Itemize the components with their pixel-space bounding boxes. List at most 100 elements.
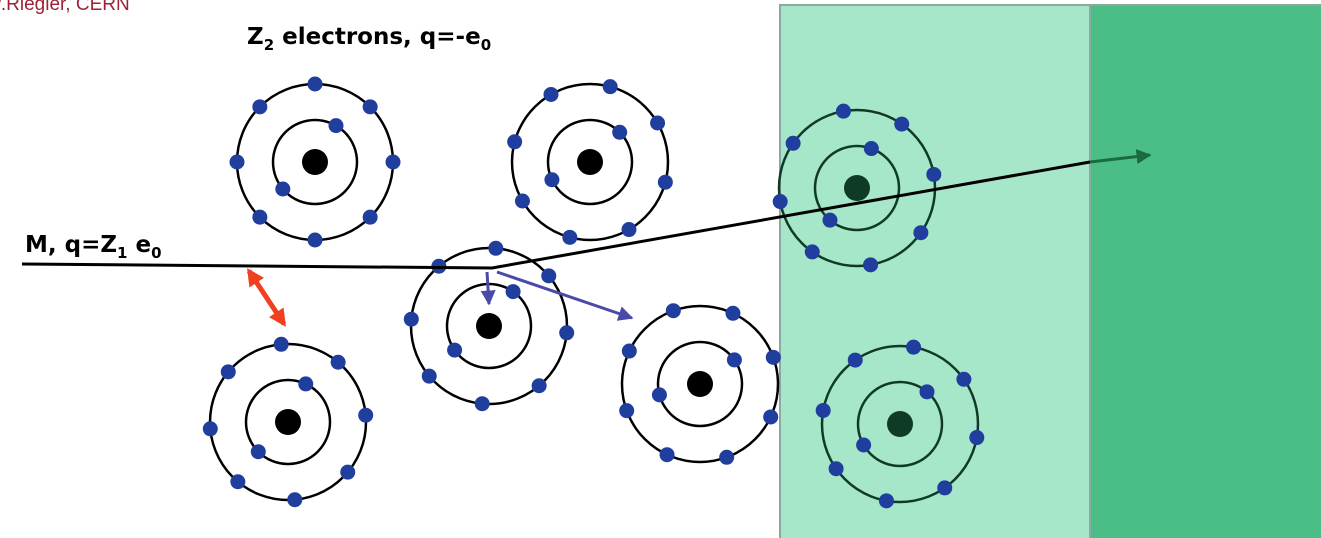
electron <box>835 103 851 119</box>
electron <box>804 244 820 260</box>
electron <box>612 124 628 140</box>
electron <box>937 480 953 496</box>
electron <box>763 409 779 425</box>
electron <box>287 492 303 508</box>
atom-inner-shell <box>271 118 359 206</box>
electron <box>307 232 323 248</box>
material-region-dark <box>1089 4 1321 538</box>
electron <box>544 172 560 188</box>
electron <box>665 303 681 319</box>
electron <box>772 194 788 210</box>
electron <box>926 166 942 182</box>
electron <box>906 339 922 355</box>
atom <box>229 76 401 248</box>
atom-inner-shell <box>856 380 944 468</box>
atom-inner-shell <box>656 340 744 428</box>
electron <box>815 402 831 418</box>
electron <box>488 240 504 256</box>
electron <box>275 181 291 197</box>
electron <box>619 403 635 419</box>
electron <box>507 134 523 150</box>
nucleus <box>687 371 713 397</box>
electron <box>505 284 521 300</box>
electron <box>659 447 675 463</box>
electron <box>220 364 236 380</box>
nucleus <box>887 411 913 437</box>
electron <box>719 449 735 465</box>
electron <box>230 474 246 490</box>
electron <box>307 76 323 92</box>
electron <box>856 437 872 453</box>
electron <box>403 311 419 327</box>
nucleus <box>275 409 301 435</box>
exit-arrow <box>1089 149 1152 165</box>
atom <box>202 336 374 508</box>
atoms-group <box>202 76 985 509</box>
electrons-label: Z2 electrons, q=-e0 <box>247 24 491 54</box>
electron <box>340 464 356 480</box>
electron <box>543 86 559 102</box>
electron <box>541 268 557 284</box>
material-region-light <box>779 4 1091 538</box>
atom-inner-shell <box>813 144 901 232</box>
electron <box>878 493 894 509</box>
electron <box>252 99 268 115</box>
electron <box>725 305 741 321</box>
electron <box>919 384 935 400</box>
projectile-track <box>21 160 1091 270</box>
electron <box>514 193 530 209</box>
nucleus <box>476 313 502 339</box>
electron <box>531 378 547 394</box>
atom-outer-shell <box>820 344 980 504</box>
electron <box>913 225 929 241</box>
electron <box>828 461 844 477</box>
electron <box>252 209 268 225</box>
electron <box>847 352 863 368</box>
electron <box>474 396 490 412</box>
electron <box>330 354 346 370</box>
electron <box>863 141 879 157</box>
electron <box>822 212 838 228</box>
atom <box>507 79 673 245</box>
electron <box>385 154 401 170</box>
nucleus <box>577 149 603 175</box>
electron <box>229 154 245 170</box>
electron <box>650 115 666 131</box>
atom <box>619 303 781 465</box>
electron <box>863 257 879 273</box>
impact-distance-arrow <box>246 268 287 327</box>
electron <box>894 116 910 132</box>
atom <box>403 240 575 412</box>
nucleus <box>302 149 328 175</box>
nucleus <box>844 175 870 201</box>
electron <box>250 444 266 460</box>
atom-outer-shell <box>510 82 670 242</box>
recoil-arrow-short <box>480 271 496 306</box>
electron <box>562 229 578 245</box>
projectile-label: M, q=Z1 e0 <box>25 232 162 262</box>
credit-text: W.Riegler, CERN <box>0 0 130 15</box>
electron <box>602 79 618 95</box>
atom-inner-shell <box>244 378 332 466</box>
electron <box>447 342 463 358</box>
electron <box>358 407 374 423</box>
electron <box>273 336 289 352</box>
atom <box>815 339 985 509</box>
electron <box>785 135 801 151</box>
electron <box>969 430 985 446</box>
electron <box>202 421 218 437</box>
atom-inner-shell <box>546 118 634 206</box>
electron <box>559 325 575 341</box>
electron <box>362 99 378 115</box>
electron <box>621 343 637 359</box>
electron <box>956 371 972 387</box>
electron <box>651 387 667 403</box>
electron <box>362 209 378 225</box>
electron <box>421 368 437 384</box>
electron <box>328 118 344 134</box>
atom <box>772 103 942 273</box>
electron <box>621 222 637 238</box>
electron <box>726 352 742 368</box>
electron <box>657 174 673 190</box>
